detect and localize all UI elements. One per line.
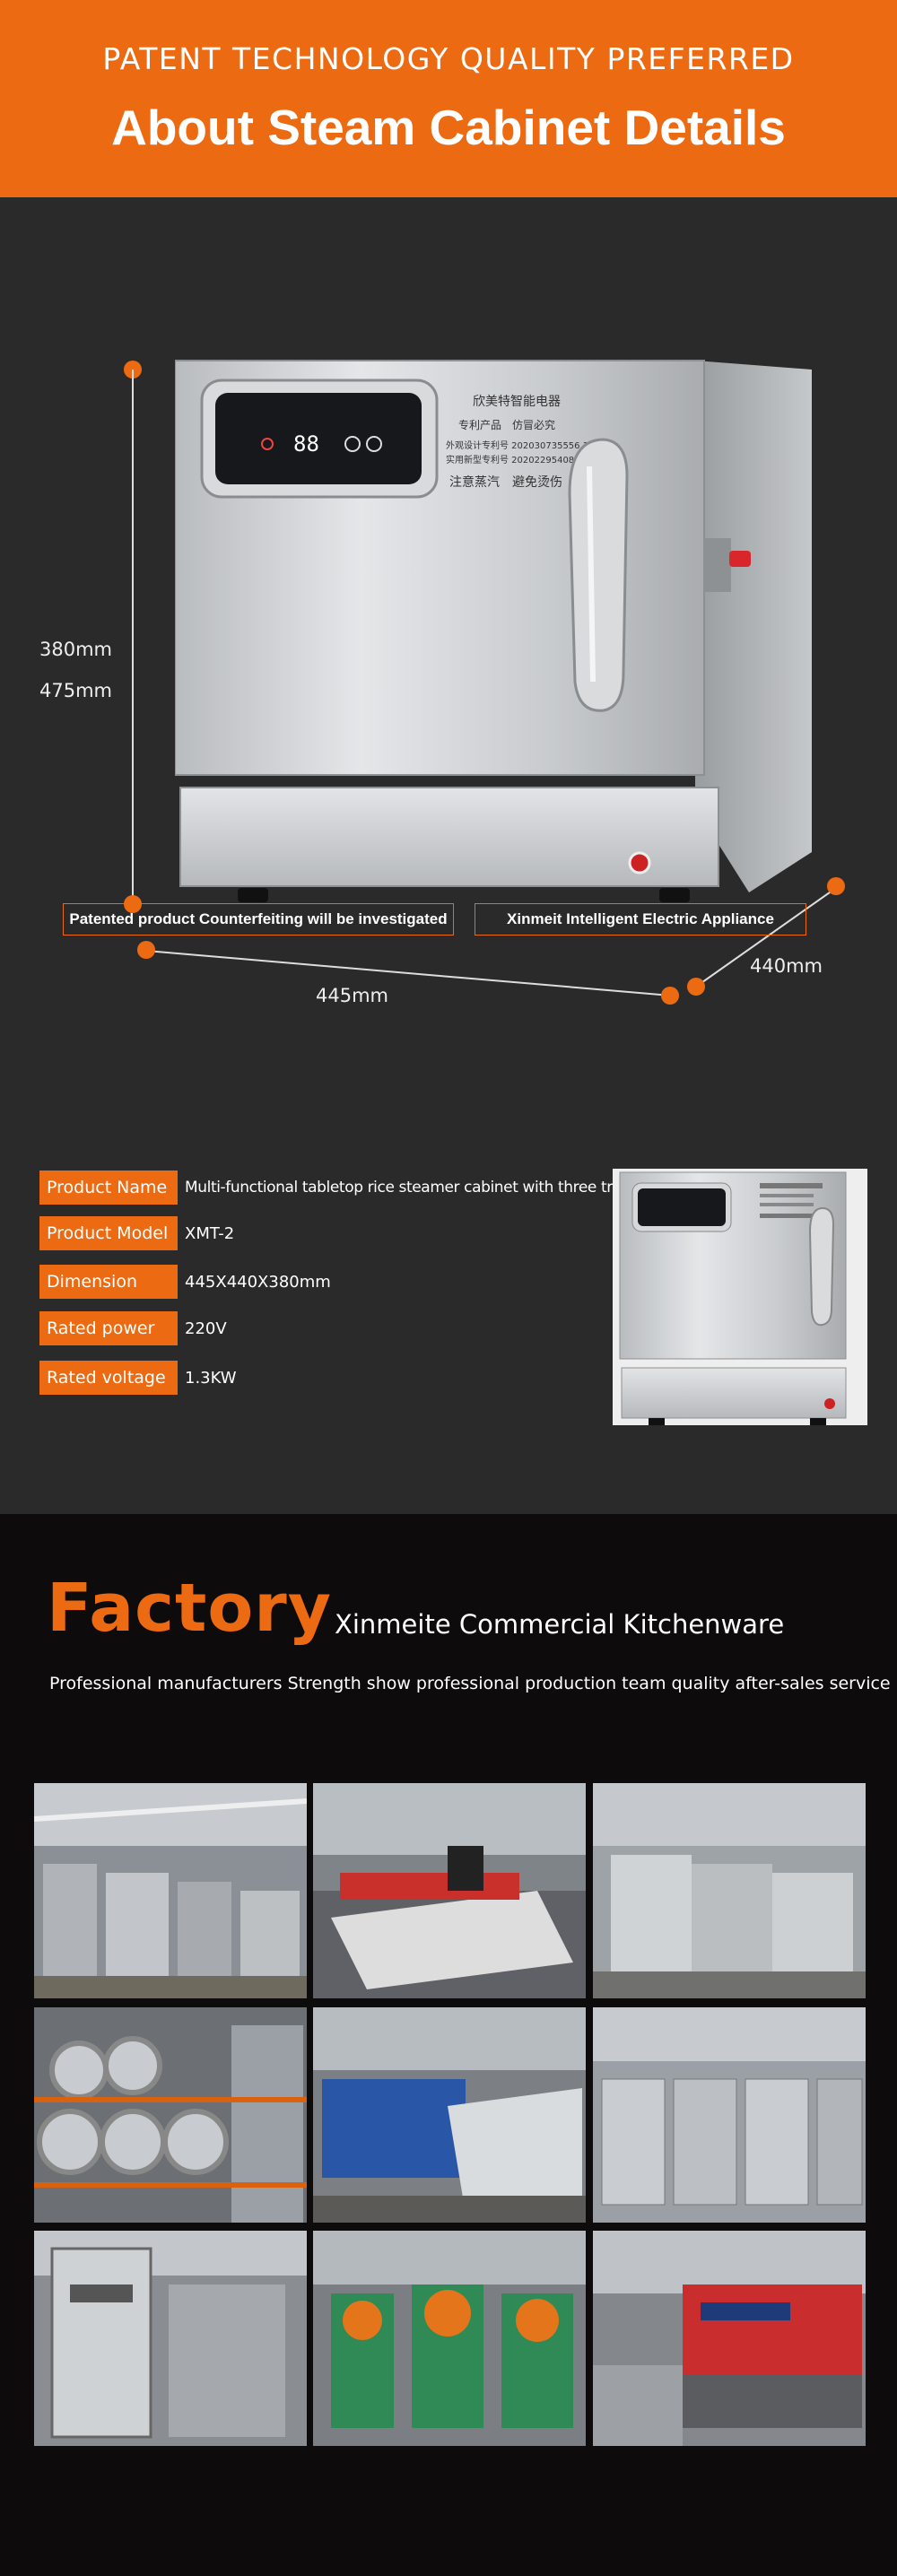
spec-key: Rated voltage (39, 1361, 178, 1395)
spec-value: 1.3KW (185, 1368, 237, 1388)
panel-display: 88 (293, 431, 319, 457)
spec-row-product-model: Product Model XMT-2 (39, 1216, 234, 1250)
depth-dot-right (827, 877, 845, 895)
factory-description: Professional manufacturers Strength show… (49, 1674, 891, 1693)
header-kicker: PATENT TECHNOLOGY QUALITY PREFERRED (102, 41, 795, 76)
height-outer-label: 380mm (39, 639, 112, 660)
depth-dot-left (687, 978, 705, 996)
dimension-dot-bottom (124, 895, 142, 913)
width-dot-right (661, 987, 679, 1005)
brand-cn: 欣美特智能电器 (473, 395, 561, 409)
factory-photo-8 (313, 2231, 586, 2446)
page-header: PATENT TECHNOLOGY QUALITY PREFERRED Abou… (0, 0, 897, 197)
height-inner-label: 475mm (39, 680, 112, 701)
spec-key: Product Name (39, 1171, 178, 1205)
factory-photo-9 (593, 2231, 866, 2446)
factory-title: Factory (47, 1570, 332, 1647)
dimension-lines (145, 887, 837, 996)
spec-row-dimension: Dimension 445X440X380mm (39, 1265, 331, 1299)
patent-badge: Patented product Counterfeiting will be … (63, 903, 454, 936)
factory-photo-1 (34, 1783, 307, 1998)
factory-photo-7 (34, 2231, 307, 2446)
height-line (132, 370, 134, 904)
steam-cabinet-image: 88 欣美特智能电器 专利产品 仿冒必究 外观设计专利号 20203073555… (174, 359, 812, 915)
spec-key: Dimension (39, 1265, 178, 1299)
spec-row-product-name: Product Name Multi-functional tabletop r… (39, 1171, 638, 1205)
factory-photo-2 (313, 1783, 586, 1998)
patent-line-2: 实用新型专利号 202022954087.X (446, 454, 589, 466)
factory-subtitle: Xinmeite Commercial Kitchenware (335, 1609, 785, 1640)
width-dot-left (137, 941, 155, 959)
factory-photo-4 (34, 2007, 307, 2223)
factory-photo-5 (313, 2007, 586, 2223)
patent-cn: 专利产品 仿冒必究 (458, 418, 555, 431)
steam-cabinet-thumbnail (613, 1169, 867, 1425)
spec-row-rated-voltage: Rated voltage 1.3KW (39, 1361, 237, 1395)
width-label: 445mm (316, 985, 388, 1006)
spec-value: Multi-functional tabletop rice steamer c… (185, 1179, 638, 1197)
depth-label: 440mm (750, 955, 823, 977)
spec-value: 220V (185, 1318, 227, 1338)
spec-key: Product Model (39, 1216, 178, 1250)
spec-value: XMT-2 (185, 1223, 235, 1243)
spec-value: 445X440X380mm (185, 1272, 331, 1292)
factory-photo-3 (593, 1783, 866, 1998)
page-title: About Steam Cabinet Details (111, 100, 786, 155)
warning-cn: 注意蒸汽 避免烫伤 (449, 474, 562, 490)
spec-key: Rated power (39, 1311, 178, 1345)
patent-line-1: 外观设计专利号 202030735556.1 (446, 439, 588, 451)
spec-row-rated-power: Rated power 220V (39, 1311, 227, 1345)
factory-photo-6 (593, 2007, 866, 2223)
brand-badge: Xinmeit Intelligent Electric Appliance (475, 903, 806, 936)
